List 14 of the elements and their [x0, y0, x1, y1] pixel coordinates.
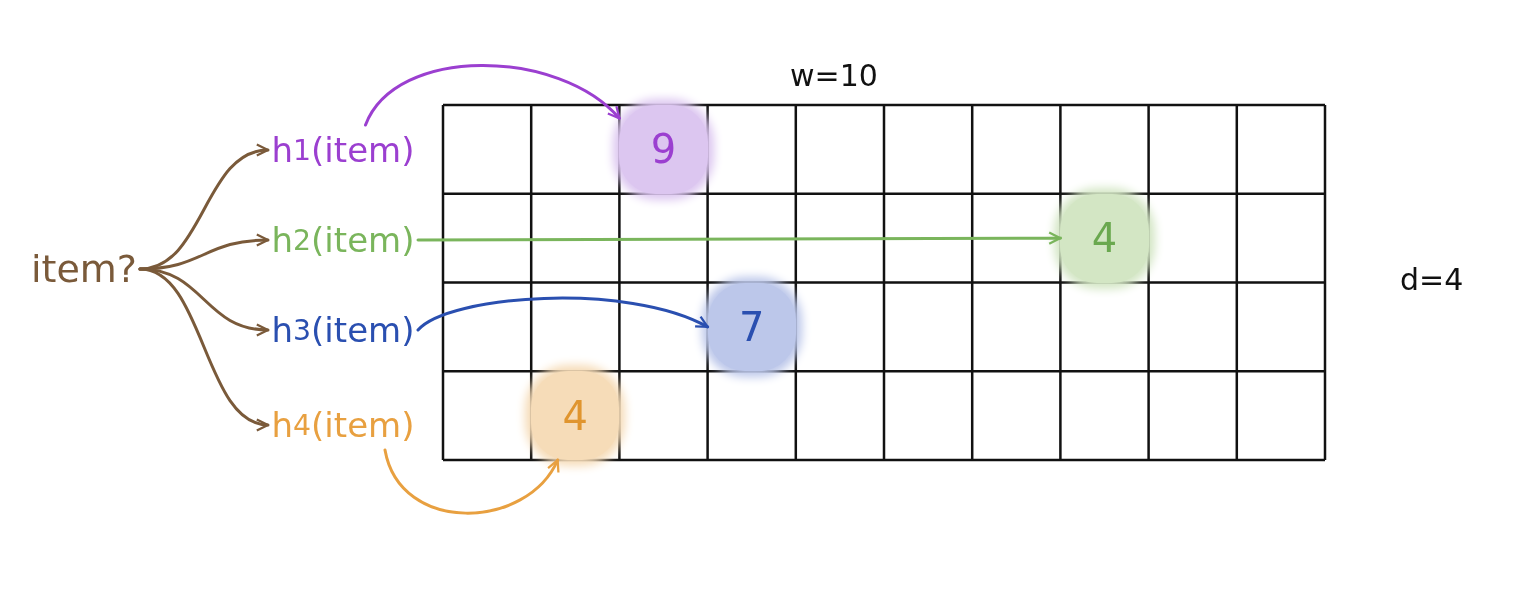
- dimension-label: w=10: [790, 58, 878, 93]
- arrow: [416, 231, 1062, 245]
- count-cell: 4: [531, 371, 620, 460]
- arrow: [138, 267, 270, 430]
- counter-table: [443, 105, 1325, 460]
- arrow: [138, 233, 270, 271]
- arrow: [383, 448, 560, 515]
- query-text: item?: [28, 243, 140, 295]
- count-cell: 7: [707, 282, 796, 372]
- arrow: [416, 296, 710, 332]
- count-cell: 4: [1060, 193, 1149, 283]
- dimension-label: d=4: [1400, 262, 1464, 297]
- arrow: [364, 63, 621, 127]
- count-cell: 9: [619, 105, 708, 194]
